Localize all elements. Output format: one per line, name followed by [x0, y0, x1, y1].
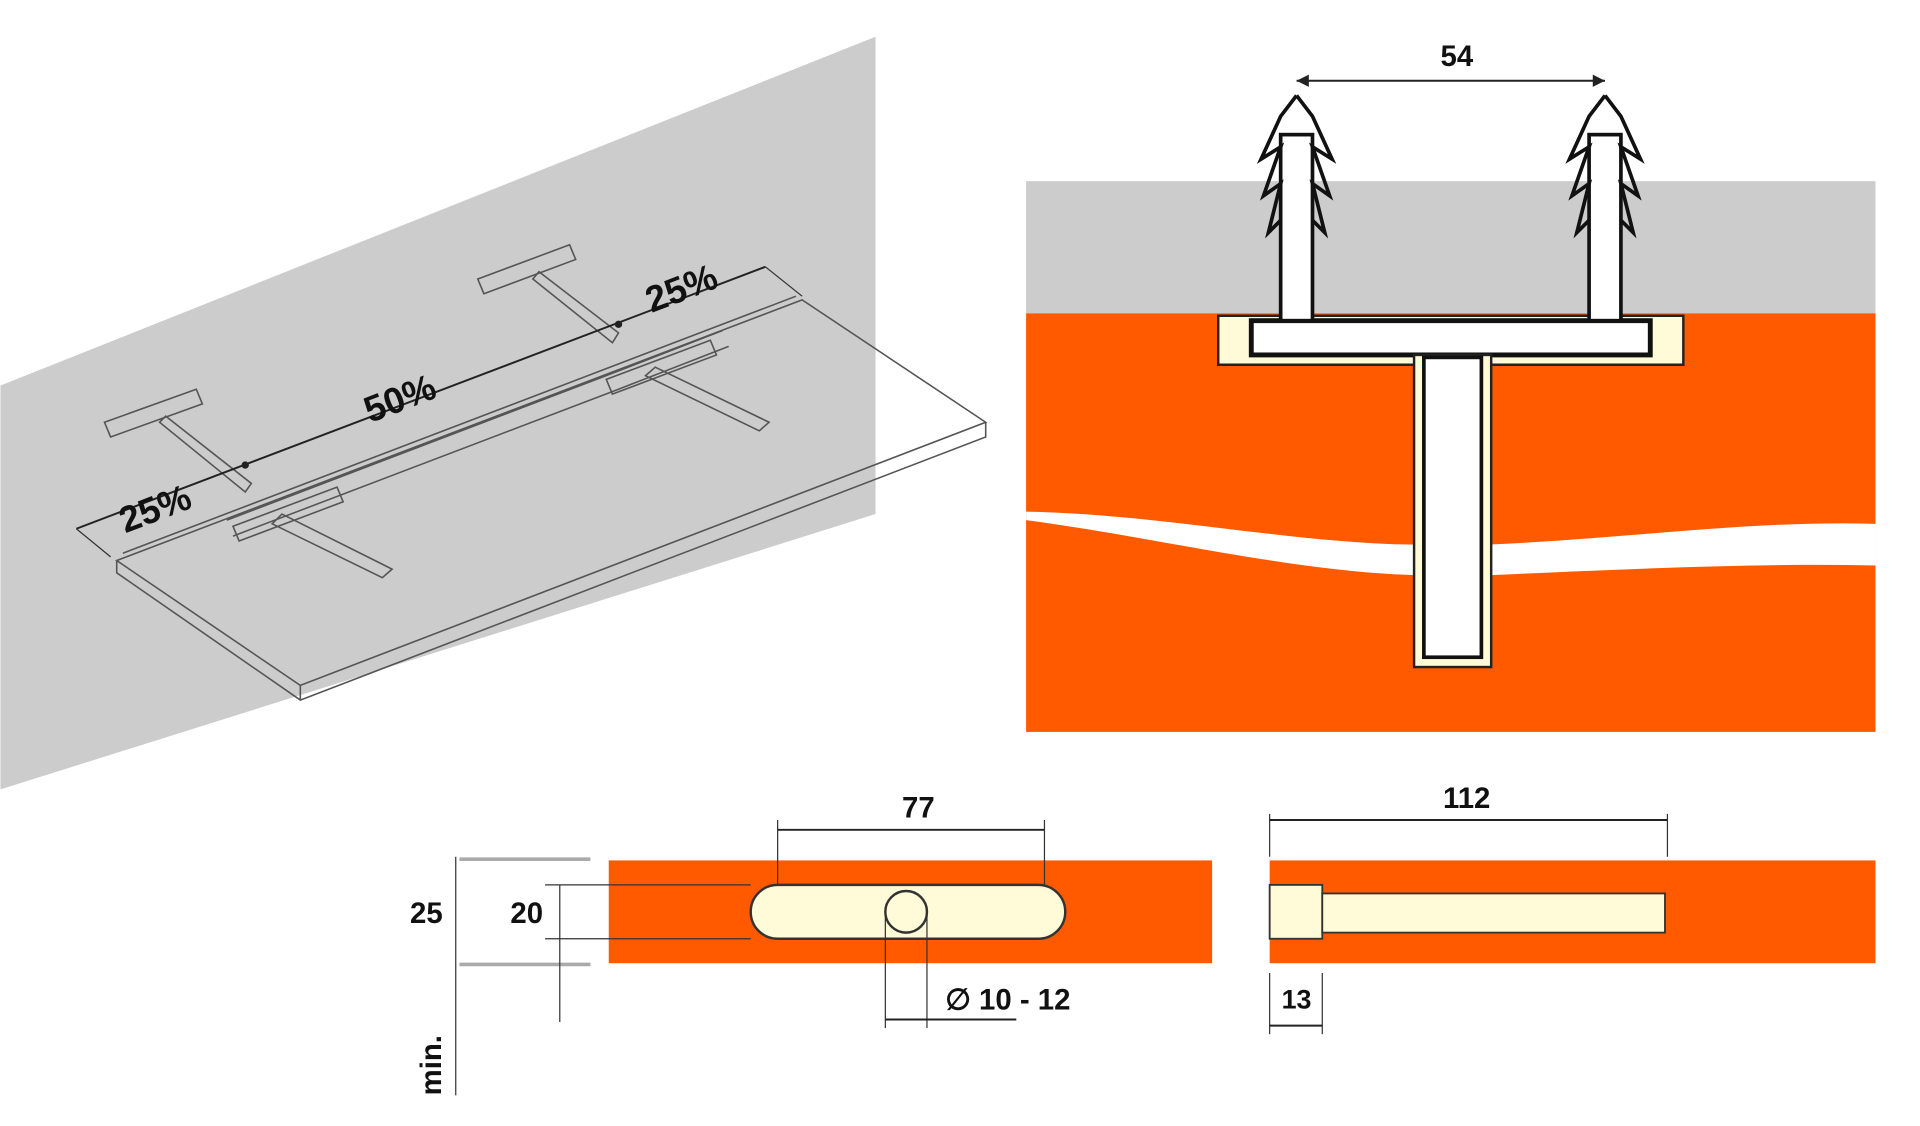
slot-height-label: 20	[510, 897, 543, 930]
min-label: min.	[415, 1035, 448, 1095]
slot	[749, 883, 1067, 940]
section-view: 54	[1026, 40, 1876, 732]
plate-side	[1268, 883, 1324, 940]
anchor-spacing-label: 54	[1441, 40, 1474, 73]
front-view: 77 25 20 min. ∅ 10 - 12	[410, 792, 1213, 1095]
isometric-view: 25% 50% 25%	[0, 36, 988, 790]
wall-anchor-left	[1256, 94, 1337, 323]
slot-length-label: 77	[902, 792, 935, 825]
plate-depth-label: 13	[1282, 985, 1312, 1015]
side-view: 112 13	[1268, 782, 1876, 1035]
mounting-plate	[1248, 318, 1653, 358]
board-thickness-label: 25	[410, 897, 443, 930]
wall-section	[1026, 181, 1876, 314]
wall	[0, 36, 876, 790]
bracket-right	[476, 243, 771, 432]
rod-length-label: 112	[1443, 782, 1490, 815]
hole-diameter-label: ∅ 10 - 12	[945, 984, 1070, 1017]
rod-side	[1321, 892, 1666, 934]
break-line	[1026, 511, 1876, 576]
wall-anchor-right	[1565, 94, 1645, 323]
bracket-left	[103, 388, 394, 579]
